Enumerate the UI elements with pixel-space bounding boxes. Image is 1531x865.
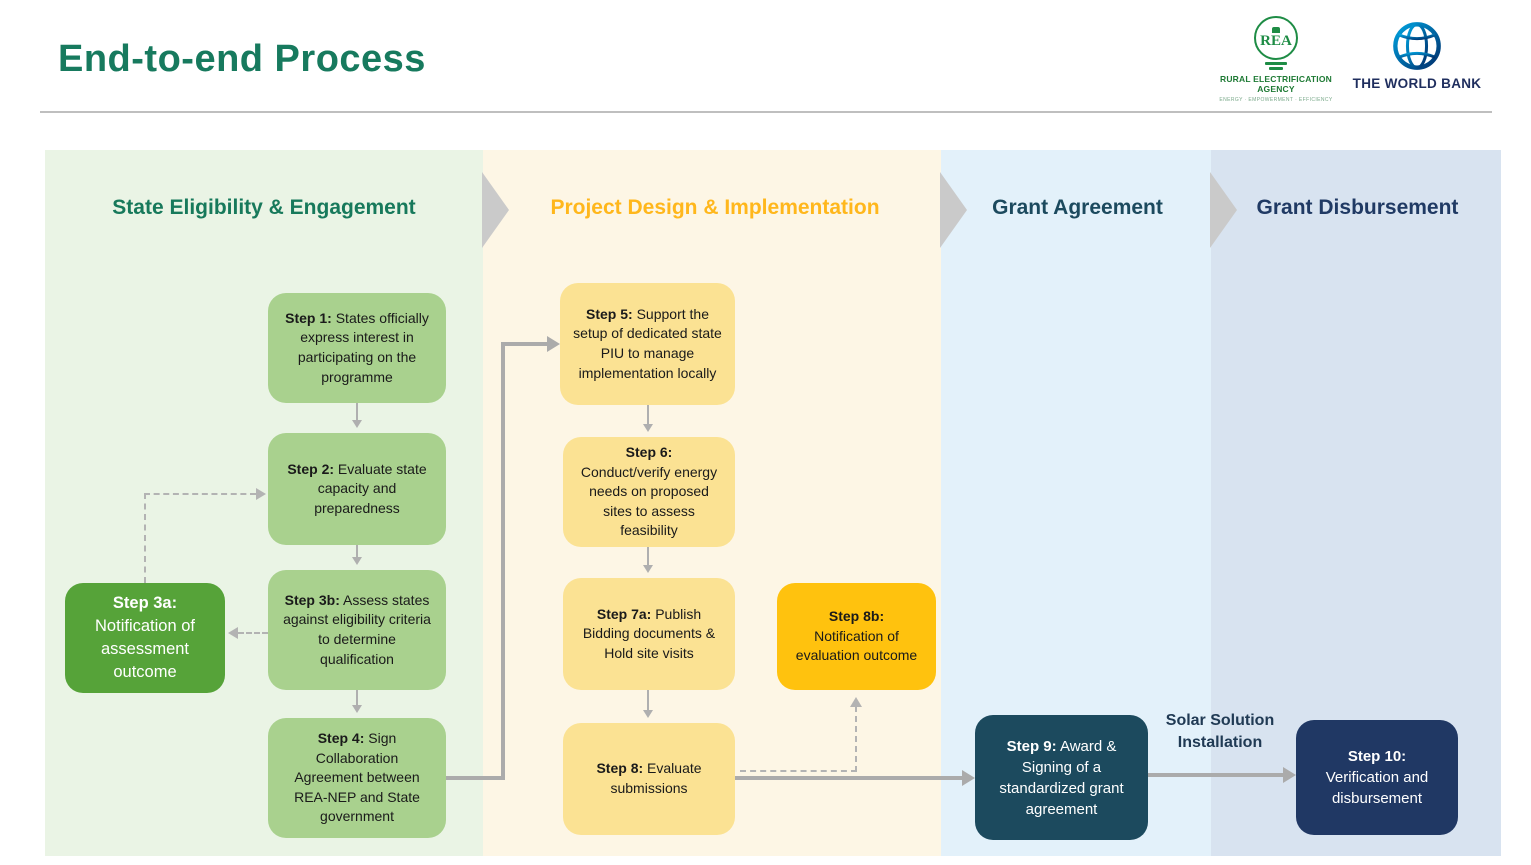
step-9-box: Step 9: Award & Signing of a standardize… xyxy=(975,715,1148,840)
arrowhead-step2-dashed xyxy=(256,488,266,500)
step-7a-text: Publish Bidding documents & Hold site vi… xyxy=(582,605,716,661)
phase-title-state-eligibility: State Eligibility & Engagement xyxy=(112,196,416,219)
dashed-step3b-step3a xyxy=(238,632,268,634)
rea-logo: REA RURAL ELECTRIFICATION AGENCY ENERGY … xyxy=(1216,16,1336,103)
chevron-right-icon xyxy=(1210,172,1237,248)
arrow-step7a-step8 xyxy=(643,690,653,718)
step-5-text: Support the setup of dedicated state PIU… xyxy=(573,305,722,381)
arrowhead-step3a-dashed xyxy=(228,627,238,639)
step-3b-label: Step 3b: xyxy=(284,591,340,608)
globe-icon xyxy=(1393,22,1441,70)
step-4-text: Sign Collaboration Agreement between REA… xyxy=(294,730,420,825)
title-divider xyxy=(40,111,1492,113)
step-2-box: Step 2: Evaluate state capacity and prep… xyxy=(268,433,446,545)
rea-emblem-icon: REA xyxy=(1254,16,1298,60)
step-8-label: Step 8: xyxy=(596,760,644,777)
step-1-box: Step 1: States officially express intere… xyxy=(268,293,446,403)
arrow-step6-step7a xyxy=(643,547,653,573)
rea-logo-name: RURAL ELECTRIFICATION AGENCY xyxy=(1219,74,1333,94)
step-10-text: Verification and disbursement xyxy=(1325,769,1429,807)
connector-step4-step5-top xyxy=(501,342,548,346)
rea-logo-tagline: ENERGY · EMPOWERMENT · EFFICIENCY xyxy=(1219,97,1333,103)
step-3a-text: Notification of assessment outcome xyxy=(95,616,195,682)
arrow-step2-step3b xyxy=(352,545,362,565)
page-title: End-to-end Process xyxy=(58,38,426,80)
step-3a-label: Step 3a: xyxy=(112,593,178,612)
dashed-step3a-up xyxy=(144,493,146,583)
phase-title-project-design: Project Design & Implementation xyxy=(550,196,880,219)
step-5-label: Step 5: xyxy=(586,305,633,322)
step-6-box: Step 6: Conduct/verify energy needs on p… xyxy=(563,437,735,547)
step-3a-box: Step 3a: Notification of assessment outc… xyxy=(65,583,225,693)
connector-step4-step5-bottom xyxy=(446,776,505,780)
arrowhead-step8b-dashed xyxy=(850,697,862,707)
step-8-text: Evaluate submissions xyxy=(610,760,702,796)
dashed-step3a-step2 xyxy=(144,493,256,495)
step-6-text: Conduct/verify energy needs on proposed … xyxy=(580,463,718,539)
arrow-step1-step2 xyxy=(352,403,362,428)
dashed-step8-horizontal xyxy=(740,770,857,772)
arrowhead-step9 xyxy=(962,770,975,786)
step-9-text: Award & Signing of a standardized grant … xyxy=(999,737,1124,818)
arrowhead-step5 xyxy=(547,336,560,352)
rea-crest-icon xyxy=(1272,27,1280,33)
step-10-label: Step 10: xyxy=(1347,748,1407,765)
rea-acronym: REA xyxy=(1260,33,1292,49)
step-10-box: Step 10: Verification and disbursement xyxy=(1296,720,1458,835)
step-8b-text: Notification of evaluation outcome xyxy=(795,627,918,664)
step-1-text: States officially express interest in pa… xyxy=(297,309,429,385)
step-4-box: Step 4: Sign Collaboration Agreement bet… xyxy=(268,718,446,838)
chevron-right-icon xyxy=(482,172,509,248)
step-2-label: Step 2: xyxy=(287,460,335,477)
step-8b-label: Step 8b: xyxy=(828,608,885,625)
phase-title-grant-disbursement: Grant Disbursement xyxy=(1256,196,1459,219)
step-6-label: Step 6: xyxy=(625,444,673,461)
phase-title-grant-agreement: Grant Agreement xyxy=(992,196,1163,219)
connector-step4-step5-vertical xyxy=(501,342,505,780)
step-8b-box: Step 8b: Notification of evaluation outc… xyxy=(777,583,936,690)
rea-bulb-base-icon xyxy=(1269,67,1283,70)
step-9-label: Step 9: xyxy=(1006,737,1057,755)
step-3b-box: Step 3b: Assess states against eligibili… xyxy=(268,570,446,690)
dashed-step8-vertical xyxy=(855,706,857,772)
step-4-label: Step 4: xyxy=(317,730,365,747)
arrowhead-step10 xyxy=(1283,767,1296,783)
solar-solution-installation-label: Solar Solution Installation xyxy=(1165,712,1275,752)
step-2-text: Evaluate state capacity and preparedness xyxy=(314,460,427,516)
step-1-label: Step 1: xyxy=(285,309,332,326)
arrow-step5-step6 xyxy=(643,405,653,432)
step-5-box: Step 5: Support the setup of dedicated s… xyxy=(560,283,735,405)
world-bank-name: THE WORLD BANK xyxy=(1352,76,1482,91)
connector-step8-step9 xyxy=(735,776,964,780)
arrow-step3b-step4 xyxy=(352,690,362,713)
step-8-box: Step 8: Evaluate submissions xyxy=(563,723,735,835)
rea-bulb-base-icon xyxy=(1265,62,1287,65)
step-3b-text: Assess states against eligibility criter… xyxy=(283,591,431,667)
world-bank-logo: THE WORLD BANK xyxy=(1352,20,1482,91)
step-7a-label: Step 7a: xyxy=(596,605,652,622)
connector-step9-step10 xyxy=(1148,773,1284,777)
chevron-right-icon xyxy=(940,172,967,248)
step-7a-box: Step 7a: Publish Bidding documents & Hol… xyxy=(563,578,735,690)
